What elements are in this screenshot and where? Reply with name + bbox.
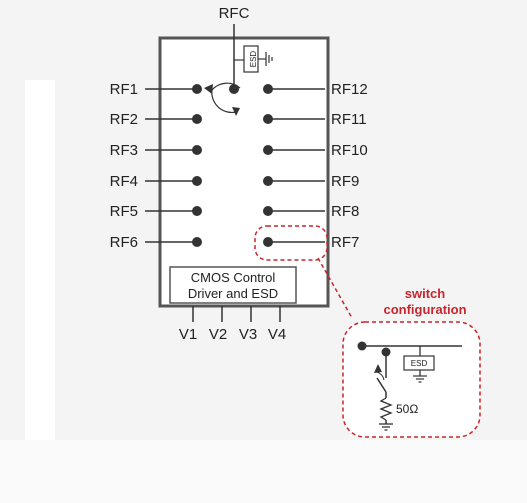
- right-port-rf7: RF7: [263, 234, 359, 251]
- control-pin-v4: V4: [268, 306, 286, 343]
- control-pin-label: V1: [179, 326, 197, 343]
- port-label: RF3: [110, 142, 138, 159]
- rfc-node: [229, 84, 239, 94]
- callout-switch-arrow-icon: [374, 364, 382, 373]
- port-label: RF5: [110, 203, 138, 220]
- control-pin-v1: V1: [179, 306, 197, 343]
- control-block-line2: Driver and ESD: [188, 286, 278, 301]
- left-port-rf5: RF5: [110, 203, 202, 220]
- right-port-rf10: RF10: [263, 142, 368, 159]
- port-node: [263, 114, 273, 124]
- left-port-rf2: RF2: [110, 111, 202, 128]
- port-label: RF4: [110, 173, 138, 190]
- left-port-rf4: RF4: [110, 173, 202, 190]
- callout-esd-box: [403, 355, 435, 371]
- port-label: RF2: [110, 111, 138, 128]
- rfc-label: RFC: [219, 5, 250, 22]
- right-port-rf12: RF12: [263, 81, 368, 98]
- switch-arrow-icon: [204, 82, 241, 116]
- port-node: [263, 206, 273, 216]
- port-label: RF9: [331, 173, 359, 190]
- port-node: [192, 206, 202, 216]
- port-node: [192, 176, 202, 186]
- switch-configuration-callout: [342, 321, 481, 438]
- callout-esd-label: ESD: [411, 359, 428, 368]
- left-port-rf1: RF1: [110, 81, 202, 98]
- callout-circuit: [357, 341, 462, 431]
- port-label: RF10: [331, 142, 368, 159]
- right-port-rf9: RF9: [263, 173, 359, 190]
- control-pin-label: V3: [239, 326, 257, 343]
- chip-body: [158, 36, 330, 308]
- port-label: RF6: [110, 234, 138, 251]
- control-pin-label: V2: [209, 326, 227, 343]
- port-label: RF11: [331, 111, 367, 128]
- rf7-highlight: [254, 225, 328, 261]
- callout-title-line2: configuration: [383, 302, 466, 317]
- control-block-line1: CMOS Control: [191, 270, 276, 285]
- control-pin-v2: V2: [209, 306, 227, 343]
- port-node: [192, 237, 202, 247]
- callout-esd: [403, 346, 435, 383]
- resistor-icon: [379, 397, 393, 421]
- right-port-rf11: RF11: [263, 111, 367, 128]
- background-panel: [0, 440, 527, 503]
- port-node: [263, 237, 273, 247]
- port-node: [192, 114, 202, 124]
- right-port-rf8: RF8: [263, 203, 359, 220]
- port-label: RF8: [331, 203, 359, 220]
- control-pin-v3: V3: [239, 306, 257, 343]
- esd-label: ESD: [249, 51, 258, 68]
- port-label: RF12: [331, 81, 368, 98]
- background-panel: [25, 80, 55, 440]
- cmos-control-block: [169, 266, 297, 304]
- port-node: [192, 145, 202, 155]
- callout-switch-blade: [376, 377, 387, 393]
- left-port-rf6: RF6: [110, 234, 202, 251]
- control-pin-label: V4: [268, 326, 286, 343]
- callout-title-line1: switch: [405, 286, 446, 301]
- port-label: RF7: [331, 234, 359, 251]
- resistor-label: 50Ω: [396, 402, 418, 416]
- port-node: [263, 145, 273, 155]
- port-node: [192, 84, 202, 94]
- left-port-rf3: RF3: [110, 142, 202, 159]
- ground-icon: [258, 52, 273, 66]
- port-node: [263, 176, 273, 186]
- callout-node: [357, 341, 367, 351]
- port-label: RF1: [110, 81, 138, 98]
- callout-connector: [317, 257, 353, 319]
- port-node: [263, 84, 273, 94]
